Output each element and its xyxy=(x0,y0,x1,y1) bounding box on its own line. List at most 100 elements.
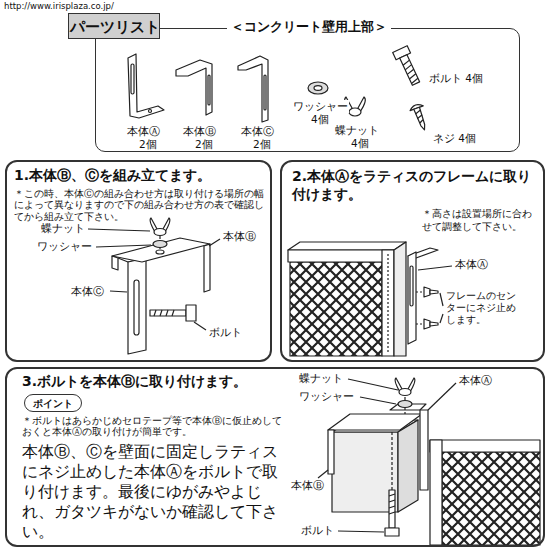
step3-leader-lines xyxy=(360,397,396,404)
step1-leader-lines xyxy=(88,229,220,330)
step1-assembly xyxy=(112,256,118,270)
step2-leader-lines xyxy=(418,266,452,270)
step1-assembly xyxy=(153,241,167,248)
step1-assembly xyxy=(154,229,166,236)
step1-assembly xyxy=(150,310,186,316)
part-label: ボルト 4個 xyxy=(428,72,484,85)
part-label: 蝶ナット xyxy=(334,124,380,137)
step2-screws xyxy=(430,290,438,294)
bracket-a-part xyxy=(149,110,152,113)
panel-heading: 3.ボルトを本体Ⓑに取り付けます。 xyxy=(22,373,302,391)
step3-assembly xyxy=(420,410,428,490)
part-label: 2個 xyxy=(194,138,214,151)
step3-leader-lines xyxy=(428,383,456,410)
part-label: 本体Ⓐ xyxy=(126,125,161,138)
bracket-a-part xyxy=(128,54,164,118)
parts-list-tab: パーツリスト xyxy=(68,13,160,39)
step2-screws xyxy=(430,322,438,326)
step3-assembly xyxy=(328,414,422,430)
lattice-frame xyxy=(288,242,406,250)
step3-assembly xyxy=(385,528,399,536)
callout-label: 本体Ⓐ xyxy=(458,374,493,387)
bracket-b-part xyxy=(208,75,210,105)
bracket-b-part xyxy=(176,60,212,115)
step2-screws xyxy=(424,287,430,297)
bracket-a-part xyxy=(131,64,134,94)
callout-label: ボルト xyxy=(300,524,335,537)
step1-leader-lines xyxy=(96,245,151,247)
part-label: ワッシャー xyxy=(292,100,349,113)
screw-part xyxy=(415,110,425,123)
callout-label: 蝶ナット xyxy=(40,222,86,235)
step3-assembly xyxy=(389,494,395,514)
step3-leader-lines xyxy=(318,470,328,478)
step2-screws xyxy=(416,291,424,292)
callout-label: ボルト xyxy=(208,326,243,339)
step2-bracket-a xyxy=(408,248,438,344)
step3-assembly xyxy=(328,430,334,474)
step1-leader-lines xyxy=(110,291,127,292)
step2-screws xyxy=(416,323,424,324)
part-count: 2個 xyxy=(252,138,272,151)
callout-label: ワッシャー xyxy=(36,240,93,253)
step3-assembly xyxy=(328,378,540,545)
lattice-frame xyxy=(382,250,394,356)
step1-assembly xyxy=(134,280,139,335)
screw-part xyxy=(409,103,431,133)
bracket-c-part xyxy=(238,56,268,122)
step1-assembly xyxy=(186,305,196,321)
step3-assembly xyxy=(332,432,398,512)
panel-text: 本体Ⓑ、Ⓒを壁面に固定しラティスにネジ止めした本体Ⓐをボルトで取り付けます。最後… xyxy=(22,442,284,542)
bolt-part xyxy=(400,55,420,86)
step3-leader-lines xyxy=(338,531,384,532)
callout-label: 本体Ⓒ xyxy=(70,285,105,298)
washer-part xyxy=(308,82,328,94)
washer-part xyxy=(314,86,322,91)
step2-leader-lines xyxy=(440,314,443,323)
step1-leader-lines xyxy=(194,322,206,330)
panel-heading: 2.本体Ⓐをラティスのフレームに取り付けます。 xyxy=(292,167,537,203)
bolt-part xyxy=(393,46,424,87)
step1-assembly xyxy=(112,218,210,354)
washer-part xyxy=(308,82,328,94)
step1-assembly xyxy=(156,250,164,254)
step3-assembly xyxy=(389,490,395,528)
step2-bracket-a xyxy=(410,266,413,306)
step3-assembly xyxy=(430,440,540,452)
step2-screws xyxy=(424,319,430,329)
step2-leader-lines xyxy=(440,293,443,306)
step2-screws xyxy=(416,287,438,329)
step3-assembly xyxy=(398,420,418,512)
panel-text: ＊高さは設置場所に合わせて調整して下さい。 xyxy=(422,208,534,233)
step-panel: 2.本体Ⓐをラティスのフレームに取り付けます。 ＊高さは設置場所に合わせて調整して… xyxy=(280,160,545,362)
callout-label: 本体Ⓑ xyxy=(290,479,325,492)
bracket-c-part xyxy=(264,75,266,110)
panel-heading: 1.本体Ⓑ、Ⓒを組み立てます。 xyxy=(14,167,269,185)
step1-assembly xyxy=(204,244,210,292)
lattice-frame xyxy=(288,250,394,262)
panel-text: ＊この時、本体Ⓒの組み合わせ方は取り付ける場所の幅によって異なりますので下の組み… xyxy=(14,188,269,222)
part-label: ネジ 4個 xyxy=(432,132,477,145)
step1-assembly xyxy=(128,258,146,354)
lattice-frame xyxy=(387,254,388,352)
lattice-frame xyxy=(394,242,406,356)
panel-heading: ポイント xyxy=(25,397,80,410)
part-label: 本体Ⓑ xyxy=(182,125,217,138)
url-text: http://www.irisplaza.co.jp/ xyxy=(3,1,115,11)
callout-label: 蝶ナット xyxy=(298,372,344,385)
step1-leader-lines xyxy=(209,239,220,246)
panel-heading: ＜コンクリート壁用上部＞ xyxy=(227,19,391,35)
point-tag: ポイント xyxy=(24,394,82,412)
step1-assembly xyxy=(112,238,210,262)
bolt-part xyxy=(402,60,419,83)
step3-assembly xyxy=(398,401,412,408)
step1-assembly xyxy=(154,310,174,316)
panel-heading: パーツリスト xyxy=(69,18,161,37)
callout-note: フレームのセンターにネジ止めします。 xyxy=(445,290,521,326)
step3-leader-lines xyxy=(348,379,398,390)
step-panel: 3.ボルトを本体Ⓑに取り付けます。＊ボルトはあらかじめセロテープ等で本体Ⓑに仮止… xyxy=(5,367,545,547)
step2-bracket-a xyxy=(408,252,416,344)
bracket-a-part xyxy=(128,54,164,118)
callout-label: 本体Ⓐ xyxy=(454,258,489,271)
